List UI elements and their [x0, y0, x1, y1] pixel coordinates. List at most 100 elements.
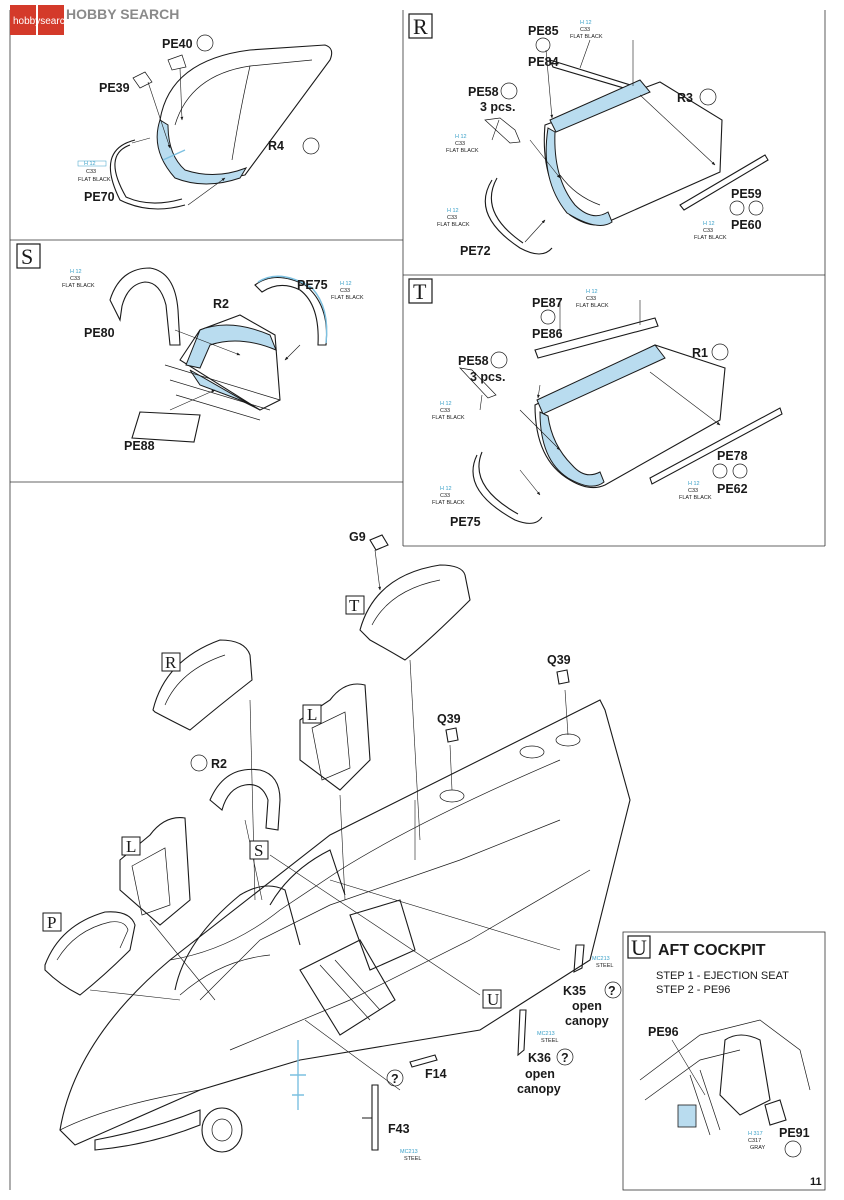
label-canopy-2: canopy [517, 1082, 561, 1096]
step-1-text: STEP 1 - EJECTION SEAT [656, 970, 789, 982]
section-t: T PE87 PE86 PE58 3 pcs. R1 PE78 PE62 PE7… [408, 278, 783, 529]
watermark-sub: hobbysearch [13, 16, 70, 27]
svg-text:FLAT BLACK: FLAT BLACK [576, 303, 609, 309]
svg-text:H 12: H 12 [440, 486, 452, 492]
svg-text:MC213: MC213 [537, 1031, 555, 1037]
label-pe59: PE59 [731, 187, 762, 201]
paint-tag-flat-black: H 12 C33 FLAT BLACK [331, 281, 364, 301]
label-pe58: PE58 [468, 85, 499, 99]
box-r: R [165, 653, 177, 672]
svg-text:C33: C33 [86, 169, 96, 175]
label-f14: F14 [425, 1067, 447, 1081]
label-pe87: PE87 [532, 296, 563, 310]
paint-tag-flat-black: H 12 C33 FLAT BLACK [437, 208, 470, 228]
label-k36: K36 [528, 1051, 551, 1065]
qmark-f14: ? [391, 1072, 399, 1086]
main-assembly: G9 T R Q39 Q39 L R2 L S P U K35 ? open c… [42, 530, 631, 1162]
paint-tag-flat-black: H 12 C33 FLAT BLACK [432, 486, 465, 506]
paint-tag-flat-black: H 12 C33 FLAT BLACK [570, 20, 603, 40]
svg-text:C33: C33 [580, 27, 590, 33]
paint-tag-flat-black: H 12 C33 FLAT BLACK [432, 401, 465, 421]
label-pe62: PE62 [717, 482, 748, 496]
svg-text:H 12: H 12 [70, 269, 82, 275]
label-r3: R3 [677, 91, 693, 105]
svg-text:H 12: H 12 [703, 221, 715, 227]
svg-text:H 12: H 12 [440, 401, 452, 407]
label-pe58-t: PE58 [458, 354, 489, 368]
label-pe60: PE60 [731, 218, 762, 232]
svg-text:FLAT BLACK: FLAT BLACK [570, 34, 603, 40]
box-t: T [349, 596, 360, 615]
panel-frames [9, 10, 826, 1191]
box-u: U [487, 990, 499, 1009]
box-p: P [47, 913, 56, 932]
svg-text:C33: C33 [440, 493, 450, 499]
section-letter-t: T [413, 279, 427, 304]
svg-text:H 12: H 12 [447, 208, 459, 214]
aft-cockpit-inset: U AFT COCKPIT STEP 1 - EJECTION SEAT STE… [627, 935, 811, 1158]
box-l-lower: L [126, 837, 136, 856]
svg-text:FLAT BLACK: FLAT BLACK [679, 495, 712, 501]
label-pe39: PE39 [99, 81, 130, 95]
svg-text:GRAY: GRAY [750, 1145, 766, 1151]
paint-tag-gray: H 317 C317 GRAY [748, 1131, 766, 1151]
paint-tag-steel: MC213 STEEL [537, 1031, 558, 1044]
label-r4: R4 [268, 139, 284, 153]
svg-text:FLAT BLACK: FLAT BLACK [437, 222, 470, 228]
step-2-text: STEP 2 - PE96 [656, 984, 730, 996]
svg-text:H 12: H 12 [580, 20, 592, 26]
label-3pcs-r: 3 pcs. [480, 100, 515, 114]
label-pe85: PE85 [528, 24, 559, 38]
paint-tag-flat-black: H 12 C33 FLAT BLACK [576, 289, 609, 309]
label-f43: F43 [388, 1122, 410, 1136]
label-r1: R1 [692, 346, 708, 360]
label-pe84: PE84 [528, 55, 559, 69]
svg-text:C33: C33 [70, 276, 80, 282]
paint-tag-steel: MC213 STEEL [592, 956, 613, 969]
svg-text:MC213: MC213 [400, 1149, 418, 1155]
box-l-upper: L [307, 705, 317, 724]
label-open-1: open [572, 999, 602, 1013]
svg-text:FLAT BLACK: FLAT BLACK [62, 283, 95, 289]
svg-text:FLAT BLACK: FLAT BLACK [78, 177, 111, 183]
label-g9: G9 [349, 530, 366, 544]
section-letter-r: R [413, 14, 428, 39]
svg-text:C33: C33 [447, 215, 457, 221]
svg-text:H 12: H 12 [340, 281, 352, 287]
label-pe78: PE78 [717, 449, 748, 463]
paint-tag-flat-black: H 12 C33 FLAT BLACK [77, 160, 111, 183]
label-pe70: PE70 [84, 190, 115, 204]
label-pe96: PE96 [648, 1025, 679, 1039]
label-pe40: PE40 [162, 37, 193, 51]
svg-text:C33: C33 [340, 288, 350, 294]
label-pe72: PE72 [460, 244, 491, 258]
label-pe86: PE86 [532, 327, 563, 341]
section-s: S PE80 R2 PE75 PE88 H 12 C33 FLAT BLACK … [16, 243, 364, 453]
svg-text:H 317: H 317 [748, 1131, 763, 1137]
svg-text:MC213: MC213 [592, 956, 610, 962]
label-q39-b: Q39 [437, 712, 461, 726]
paint-tag-flat-black: H 12 C33 FLAT BLACK [679, 481, 712, 501]
section-canopy-frame-q: PE40 PE39 R4 PE70 H 12 C33 FLAT BLACK [77, 34, 333, 210]
label-k35: K35 [563, 984, 586, 998]
svg-text:C33: C33 [586, 296, 596, 302]
label-open-2: open [525, 1067, 555, 1081]
section-letter-u: U [631, 935, 647, 960]
svg-text:C33: C33 [688, 488, 698, 494]
label-pe80: PE80 [84, 326, 115, 340]
svg-text:C33: C33 [455, 141, 465, 147]
label-r2-main: R2 [211, 757, 227, 771]
svg-text:FLAT BLACK: FLAT BLACK [331, 295, 364, 301]
label-q39-a: Q39 [547, 653, 571, 667]
svg-text:C33: C33 [440, 408, 450, 414]
svg-text:FLAT BLACK: FLAT BLACK [432, 415, 465, 421]
section-letter-s: S [21, 244, 33, 269]
paint-tag-steel: MC213 STEEL [400, 1149, 421, 1162]
label-r2: R2 [213, 297, 229, 311]
svg-text:STEEL: STEEL [596, 963, 613, 969]
svg-text:H 12: H 12 [586, 289, 598, 295]
qmark-k35: ? [608, 984, 616, 998]
paint-tag-flat-black: H 12 C33 FLAT BLACK [62, 269, 95, 289]
paint-tag-flat-black: H 12 C33 FLAT BLACK [446, 134, 479, 154]
svg-text:STEEL: STEEL [541, 1038, 558, 1044]
